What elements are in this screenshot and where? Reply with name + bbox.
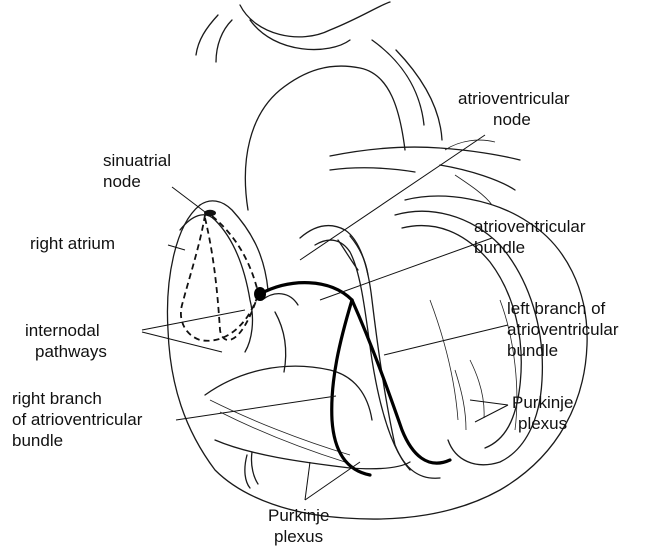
- internodal-pathway-2: [212, 216, 258, 292]
- label-left-branch: left branch of atrioventricular bundle: [507, 298, 619, 361]
- leader-internodal-2: [142, 332, 222, 352]
- aorta-arch: [372, 40, 442, 140]
- label-purkinje-plexus-bottom: Purkinje plexus: [268, 505, 329, 547]
- leader-sinuatrial: [172, 187, 205, 212]
- label-right-branch: right branch of atrioventricular bundle: [12, 388, 142, 451]
- valve-cusp-left: [338, 236, 368, 275]
- label-internodal-pathways: internodal pathways: [25, 320, 107, 362]
- leader-right-branch: [176, 396, 336, 420]
- label-purkinje-plexus-right: Purkinje plexus: [512, 392, 573, 434]
- right-ventricle-inner: [205, 366, 410, 469]
- leader-purkinje-bottom-1: [305, 462, 310, 500]
- tricuspid-valve: [262, 294, 298, 372]
- label-atrioventricular-bundle: atrioventricular bundle: [474, 216, 586, 258]
- label-atrioventricular-node: atrioventricular node: [458, 88, 570, 130]
- internodal-pathway-3: [205, 218, 258, 340]
- label-sinuatrial-node: sinuatrial node: [103, 150, 171, 192]
- leader-purkinje-right-2: [475, 405, 508, 422]
- septum: [300, 226, 440, 479]
- atrioventricular-bundle-path: [260, 283, 352, 300]
- pulmonary-trunk: [245, 66, 405, 210]
- superior-vena-cava: [196, 15, 232, 62]
- pulmonary-vessels: [330, 147, 520, 190]
- apex-vessel: [245, 452, 258, 488]
- upper-vessel: [240, 2, 390, 50]
- leader-internodal-1: [142, 310, 245, 330]
- leader-purkinje-bottom-2: [305, 462, 360, 500]
- leader-purkinje-right-1: [470, 400, 508, 405]
- label-right-atrium: right atrium: [30, 233, 115, 254]
- sinuatrial-node-marker: [204, 210, 216, 216]
